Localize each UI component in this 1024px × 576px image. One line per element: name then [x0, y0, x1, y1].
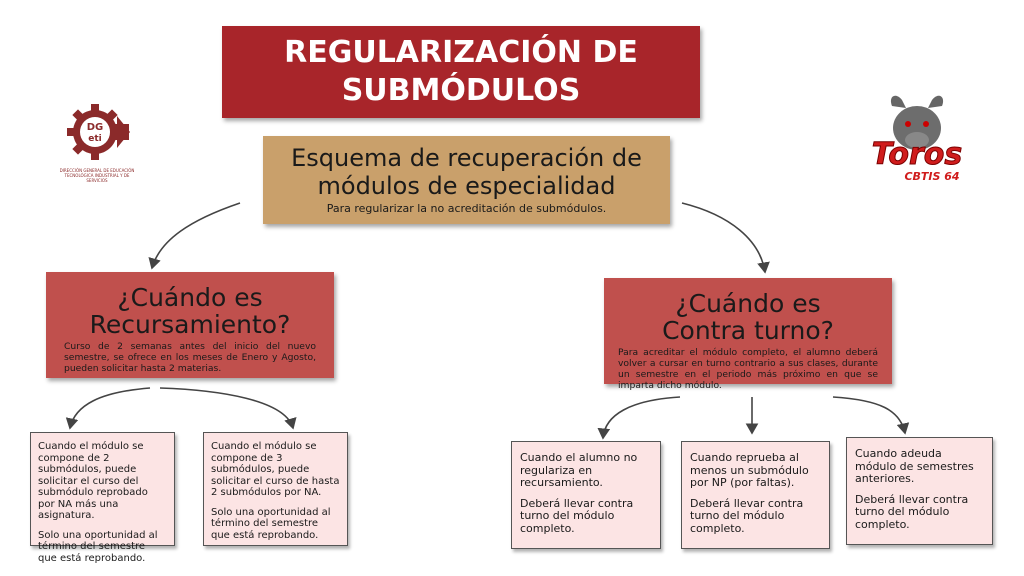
- arrow-to-leaf-c3: [832, 396, 910, 435]
- leaf-text: Cuando adeuda módulo de semestres anteri…: [855, 447, 974, 485]
- recursamiento-title-line1: ¿Cuándo es: [117, 283, 263, 312]
- leaf-recursamiento-3-submodulos: Cuando el módulo se compone de 3 submódu…: [203, 432, 348, 546]
- leaf-text: Cuando el alumno no regulariza en recurs…: [520, 451, 638, 489]
- contraturno-title-line1: ¿Cuándo es: [675, 289, 821, 318]
- dgeti-caption: DIRECCIÓN GENERAL DE EDUCACIÓN TECNOLÓGI…: [59, 168, 135, 183]
- main-title: REGULARIZACIÓN DE SUBMÓDULOS: [222, 26, 700, 118]
- recursamiento-body: Curso de 2 semanas antes del inicio del …: [64, 341, 316, 374]
- leaf-contraturno-no-regulariza: Cuando el alumno no regulariza en recurs…: [511, 441, 661, 549]
- recursamiento-title-line2: Recursamiento?: [89, 310, 291, 339]
- leaf-text: Cuando el módulo se compone de 2 submódu…: [38, 441, 148, 521]
- contraturno-box: ¿Cuándo es Contra turno? Para acreditar …: [604, 278, 892, 391]
- arrow-to-recursamiento: [148, 202, 241, 270]
- leaf-note: Solo una oportunidad al término del seme…: [38, 529, 158, 564]
- leaf-note: Deberá llevar contra turno del módulo co…: [690, 496, 804, 535]
- main-title-line2: SUBMÓDULOS: [341, 73, 581, 108]
- contraturno-title-line2: Contra turno?: [662, 316, 834, 345]
- arrow-to-leaf-r1: [65, 387, 151, 430]
- dgeti-gear-icon: DG eti: [67, 104, 130, 160]
- svg-text:CBTIS 64: CBTIS 64: [904, 170, 959, 183]
- leaf-note: Deberá llevar contra turno del módulo co…: [520, 496, 634, 535]
- bull-icon: Toros CBTIS 64: [871, 95, 963, 183]
- schema-box: Esquema de recuperación de módulos de es…: [263, 136, 670, 224]
- toros-logo: Toros CBTIS 64: [862, 92, 972, 192]
- recursamiento-box: ¿Cuándo es Recursamiento? Curso de 2 sem…: [46, 272, 334, 378]
- schema-title-line1: Esquema de recuperación de: [291, 144, 642, 172]
- svg-text:Toros: Toros: [872, 137, 962, 172]
- arrow-to-leaf-r2: [159, 387, 297, 430]
- leaf-contraturno-adeuda: Cuando adeuda módulo de semestres anteri…: [846, 437, 993, 545]
- svg-text:DG: DG: [87, 122, 104, 133]
- main-title-line1: REGULARIZACIÓN DE: [284, 35, 638, 70]
- leaf-recursamiento-2-submodulos: Cuando el módulo se compone de 2 submódu…: [30, 432, 175, 564]
- contraturno-body: Para acreditar el módulo completo, el al…: [618, 347, 878, 391]
- arrow-to-contraturno: [681, 202, 770, 274]
- leaf-text: Cuando el módulo se compone de 3 submódu…: [211, 441, 340, 498]
- leaf-contraturno-np: Cuando reprueba al menos un submódulo po…: [681, 441, 830, 549]
- schema-title-line2: módulos de especialidad: [317, 172, 616, 200]
- leaf-text: Cuando reprueba al menos un submódulo po…: [690, 451, 809, 489]
- leaf-note: Solo una oportunidad al término del seme…: [211, 506, 331, 541]
- schema-subtitle: Para regularizar la no acreditación de s…: [326, 202, 607, 215]
- arrow-to-leaf-c1: [597, 396, 681, 440]
- leaf-note: Deberá llevar contra turno del módulo co…: [855, 492, 969, 531]
- dgeti-logo: DG eti DIRECCIÓN GENERAL DE EDUCACIÓN TE…: [60, 100, 134, 183]
- svg-text:eti: eti: [88, 134, 102, 144]
